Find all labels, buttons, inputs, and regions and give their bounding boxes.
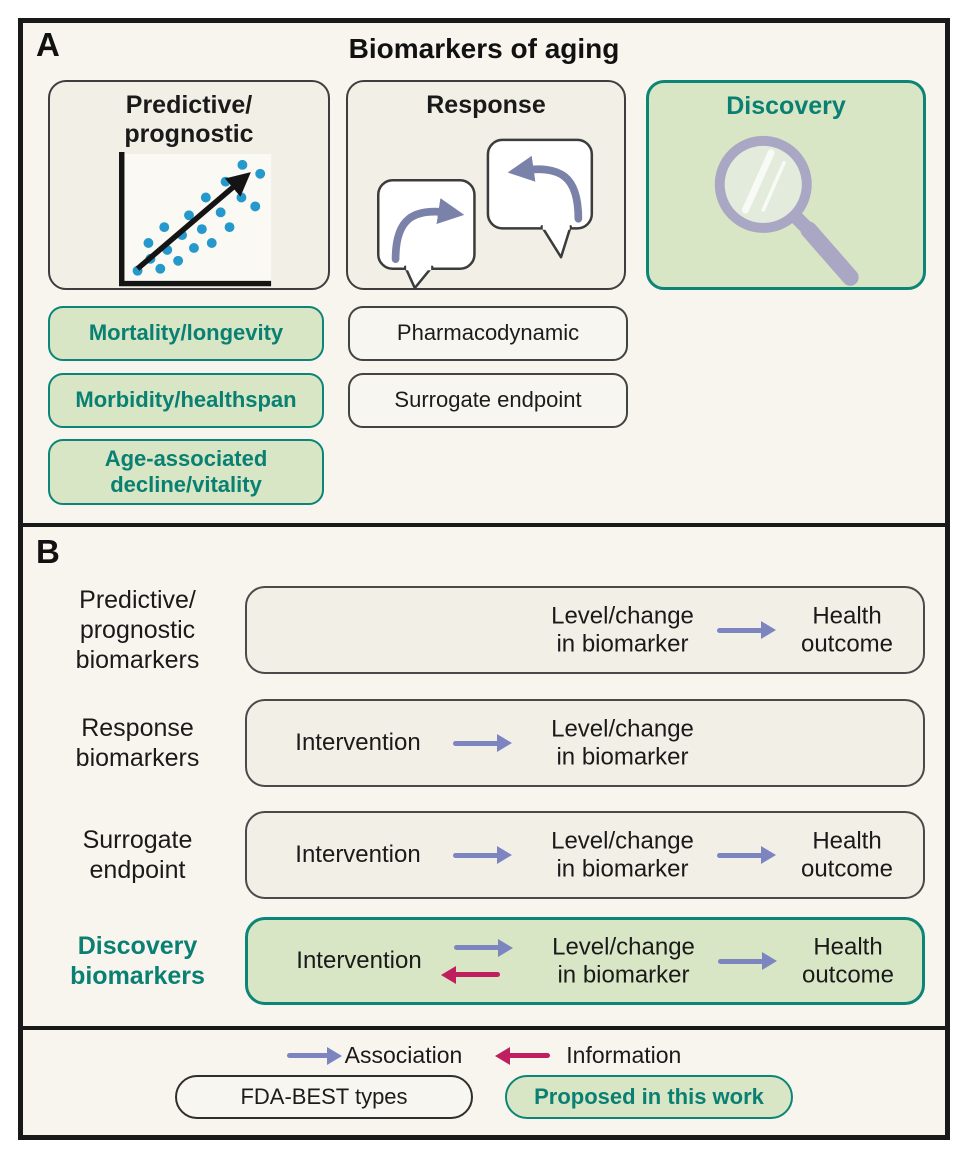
association-arrow-icon xyxy=(717,852,763,858)
level-change-text: Level/change in biomarker xyxy=(551,827,694,882)
health-outcome-text: Health outcome xyxy=(801,933,895,988)
figure-frame: A Biomarkers of aging Predictive/ progno… xyxy=(18,18,950,1140)
row-label: Discovery biomarkers xyxy=(70,932,205,990)
panel-divider-b-legend xyxy=(23,1026,945,1030)
row-label: Response biomarkers xyxy=(75,714,200,772)
row-box: Intervention Level/change in biomarker H… xyxy=(245,917,925,1005)
intervention-text: Intervention xyxy=(295,841,421,869)
level-change-text: Level/change in biomarker xyxy=(551,715,694,770)
magnifying-glass-icon xyxy=(714,135,859,286)
row-label: Predictive/ prognostic biomarkers xyxy=(75,586,200,674)
pill-pharmacodynamic: Pharmacodynamic xyxy=(348,306,628,361)
category-box-predictive-prognostic: Predictive/ prognostic xyxy=(48,80,330,290)
row-box: Level/change in biomarker Health outcome xyxy=(245,586,925,674)
intervention-text: Intervention xyxy=(296,947,422,975)
legend-information: Information xyxy=(508,1042,681,1069)
health-outcome-text: Health outcome xyxy=(800,827,894,882)
level-change-text: Level/change in biomarker xyxy=(551,602,694,657)
association-arrow-icon xyxy=(453,740,499,746)
panel-divider-a-b xyxy=(23,523,945,527)
category-title: Discovery xyxy=(726,92,846,120)
legend-pill-proposed: Proposed in this work xyxy=(505,1075,793,1119)
intervention-text: Intervention xyxy=(295,729,421,757)
panel-b-label: B xyxy=(36,533,60,570)
association-arrow-icon xyxy=(286,1053,329,1058)
association-arrow-icon xyxy=(717,627,763,633)
speech-bubbles-arrows-icon xyxy=(377,138,594,288)
legend-arrow-row: Association Information xyxy=(23,1042,945,1069)
pill-age-associated-decline: Age-associated decline/vitality xyxy=(48,439,324,505)
pill-mortality-longevity: Mortality/longevity xyxy=(48,306,324,361)
health-outcome-text: Health outcome xyxy=(800,602,894,657)
category-box-response: Response xyxy=(346,80,626,290)
legend-pill-fda-best: FDA-BEST types xyxy=(175,1075,473,1119)
association-arrow-icon xyxy=(454,945,500,950)
category-box-discovery: Discovery xyxy=(646,80,926,290)
scatter-plot-icon xyxy=(119,151,272,286)
association-arrow-icon xyxy=(453,852,499,858)
information-label: Information xyxy=(566,1042,682,1068)
row-box: Intervention Level/change in biomarker H… xyxy=(245,811,925,899)
category-title: Predictive/ prognostic xyxy=(124,91,254,148)
information-arrow-icon xyxy=(454,972,500,977)
association-arrow-icon xyxy=(718,958,764,964)
information-arrow-icon xyxy=(508,1053,551,1058)
level-change-text: Level/change in biomarker xyxy=(552,933,695,988)
pill-morbidity-healthspan: Morbidity/healthspan xyxy=(48,373,324,428)
figure-title: Biomarkers of aging xyxy=(348,33,620,64)
legend-association: Association xyxy=(286,1042,463,1069)
pill-surrogate-endpoint: Surrogate endpoint xyxy=(348,373,628,428)
legend-pill-row: FDA-BEST types Proposed in this work xyxy=(23,1075,945,1119)
category-title: Response xyxy=(426,91,546,119)
row-label: Surrogate endpoint xyxy=(82,826,193,884)
row-box: Intervention Level/change in biomarker xyxy=(245,699,925,787)
association-label: Association xyxy=(344,1042,463,1068)
panel-a-label: A xyxy=(36,26,60,63)
